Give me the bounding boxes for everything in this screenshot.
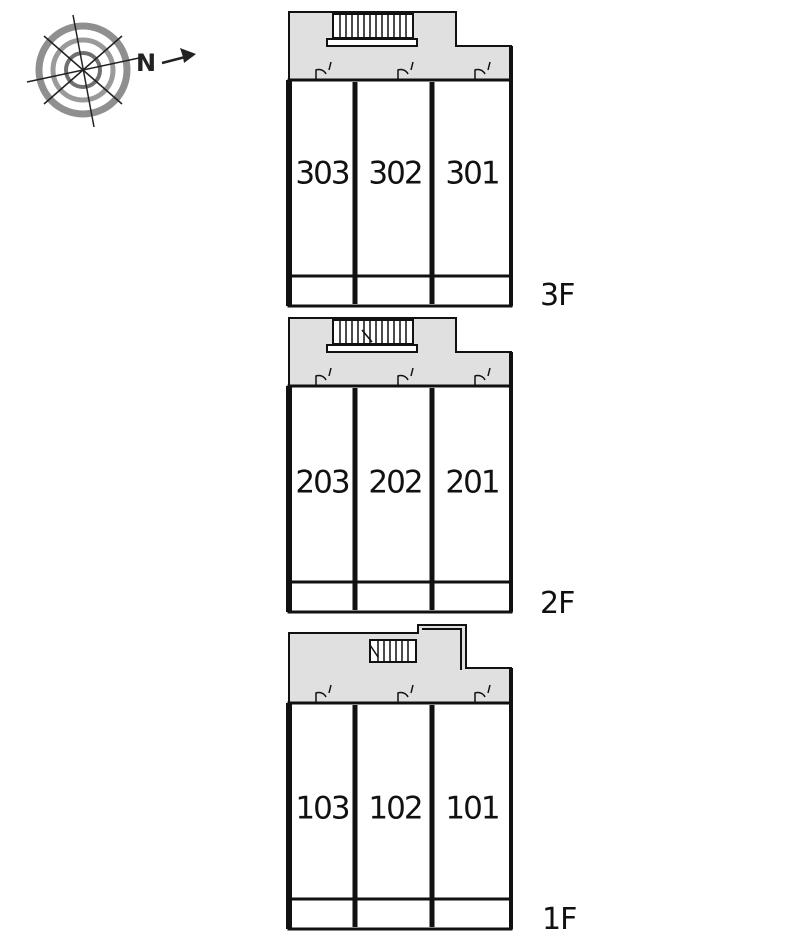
floor-3f-stair-treads <box>339 15 407 37</box>
unit-201-label: 201 <box>445 465 498 501</box>
floor-3f-door-swings <box>315 61 491 80</box>
floor-2f-door-swings <box>315 367 491 386</box>
compass-outer-ring <box>35 22 131 118</box>
floor-2f-stair-treads <box>339 321 407 343</box>
north-label: N <box>136 49 156 77</box>
unit-302-label: 302 <box>368 156 421 192</box>
floor-1f-corridor <box>288 624 512 704</box>
floor-2f-stairs-icon <box>332 319 414 345</box>
compass-middle-ring <box>50 37 116 103</box>
floor-1f-stairs-icon <box>369 639 417 663</box>
unit-101-label: 101 <box>445 791 498 827</box>
unit-203-label: 203 <box>295 465 348 501</box>
floor-1f-entrance-outline <box>422 628 462 670</box>
floor-2f-label: 2F <box>540 586 574 621</box>
floor-1f-door-swings <box>315 684 491 703</box>
floor-2f-stair-landing <box>326 344 418 353</box>
compass-needles <box>26 14 140 128</box>
floor-2f-plan: 203 202 201 2F <box>286 317 575 621</box>
north-arrowhead-icon <box>180 48 196 63</box>
floor-1f-stair-treads <box>369 641 409 661</box>
floor-3f-label: 3F <box>540 278 574 313</box>
compass: N <box>26 14 196 128</box>
compass-inner-ring <box>64 51 102 89</box>
unit-102-label: 102 <box>368 791 421 827</box>
floor-3f-units-block <box>287 78 513 308</box>
floor-3f-plan: 303 302 301 3F <box>286 11 575 313</box>
unit-103-label: 103 <box>295 791 348 827</box>
floor-1f-plan: 103 102 101 1F <box>286 624 577 937</box>
floor-2f-units-block <box>287 384 513 614</box>
floor-3f-stairs-icon <box>332 13 414 39</box>
floor-3f-stair-landing <box>326 38 418 47</box>
unit-301-label: 301 <box>445 156 498 192</box>
unit-202-label: 202 <box>368 465 421 501</box>
floor-1f-label: 1F <box>542 902 576 937</box>
unit-303-label: 303 <box>295 156 348 192</box>
